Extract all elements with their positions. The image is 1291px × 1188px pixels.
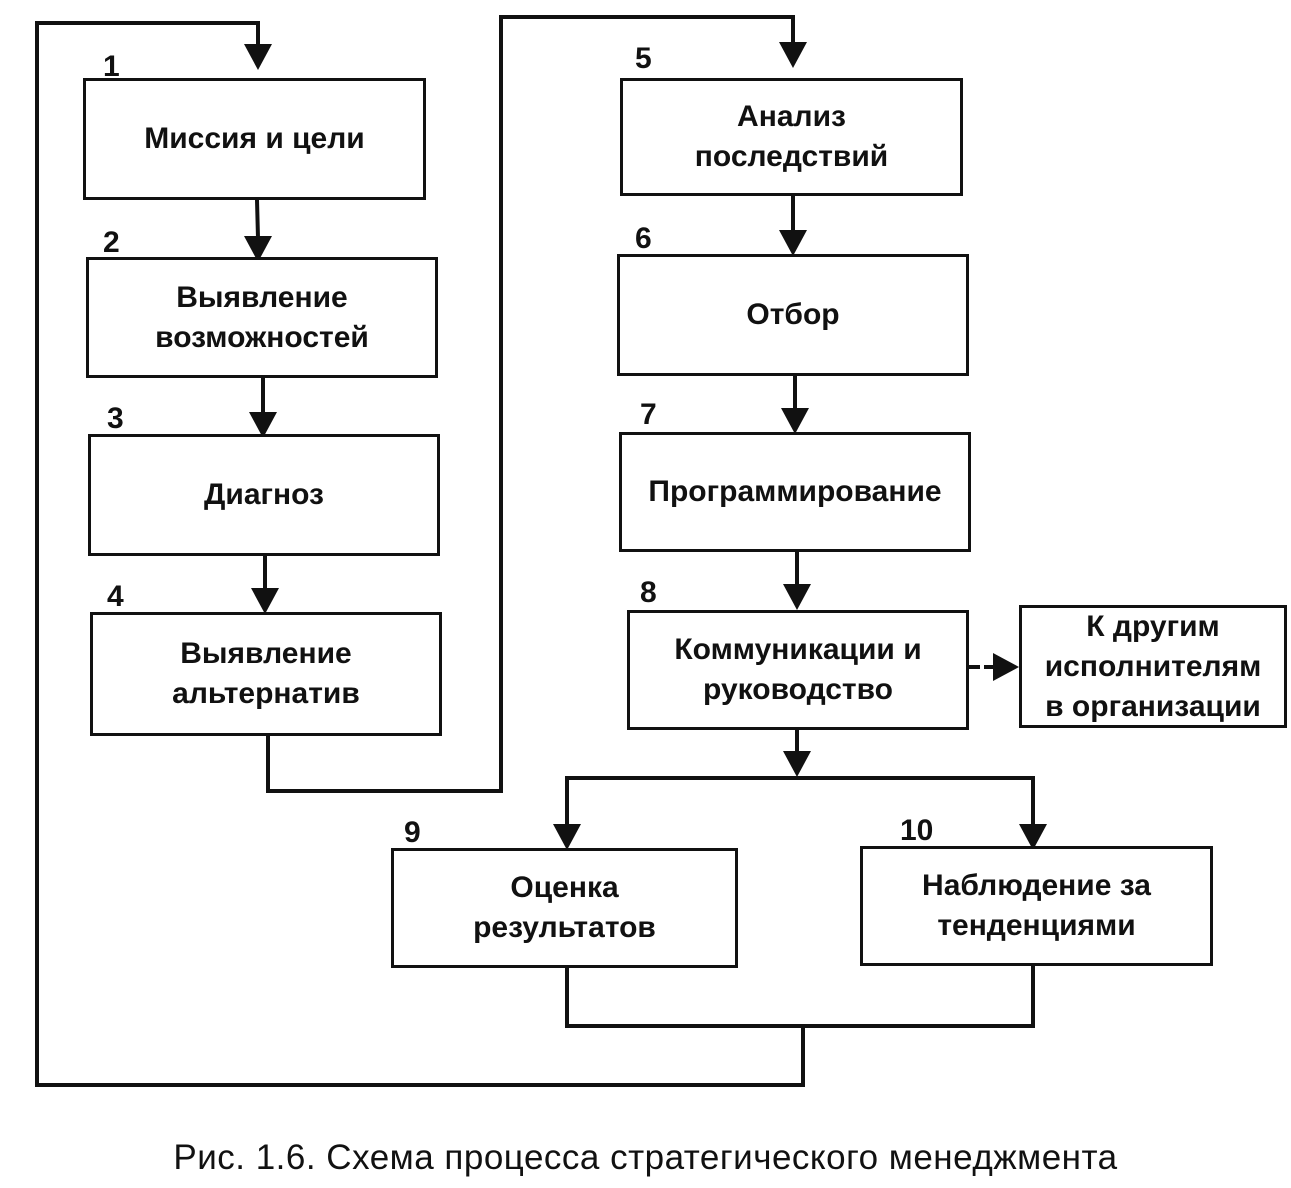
arrowhead-to-external [993, 653, 1019, 681]
step-box-selection: Отбор [617, 254, 969, 376]
arrowhead-to-fork [783, 751, 811, 777]
step-number-4: 4 [107, 580, 124, 613]
step-box-trend-monitoring: Наблюдение за тенденциями [860, 846, 1213, 966]
step-box-programming: Программирование [619, 432, 971, 552]
step-box-consequences: Анализ последствий [620, 78, 963, 196]
step-box-alternatives: Выявление альтернатив [90, 612, 442, 736]
step-number-7: 7 [640, 398, 657, 431]
arrowhead-to-1 [244, 44, 272, 70]
connector-4-5 [266, 15, 795, 793]
step-number-6: 6 [635, 222, 652, 255]
merge-bar [565, 966, 1035, 1028]
step-number-9: 9 [404, 816, 421, 849]
feedback-loop [35, 21, 805, 1087]
arrowhead-to-3 [249, 412, 277, 438]
step-number-2: 2 [103, 226, 120, 259]
step-number-5: 5 [635, 42, 652, 75]
step-box-opportunities: Выявление возможностей [86, 257, 438, 378]
arrowhead-to-7 [781, 408, 809, 434]
step-box-mission-goals: Миссия и цели [83, 78, 426, 200]
step-number-1: 1 [103, 50, 120, 83]
step-box-communications: Коммуникации и руководство [627, 610, 969, 730]
arrowhead-to-6 [779, 230, 807, 256]
arrowhead-to-4 [251, 588, 279, 614]
connector-1-2 [254, 197, 261, 241]
step-box-evaluation: Оценка результатов [391, 848, 738, 968]
arrowhead-to-2 [244, 236, 272, 262]
figure-caption: Рис. 1.6. Схема процесса стратегического… [173, 1138, 1118, 1177]
step-number-10: 10 [900, 814, 934, 847]
step-number-8: 8 [640, 576, 657, 609]
arrowhead-to-10 [1019, 824, 1047, 850]
arrowhead-to-5 [779, 42, 807, 68]
step-box-diagnosis: Диагноз [88, 434, 440, 556]
external-executors-box: К другим исполнителям в организации [1019, 605, 1287, 728]
step-number-3: 3 [107, 402, 124, 435]
arrowhead-to-9 [553, 824, 581, 850]
arrowhead-to-8 [783, 584, 811, 610]
